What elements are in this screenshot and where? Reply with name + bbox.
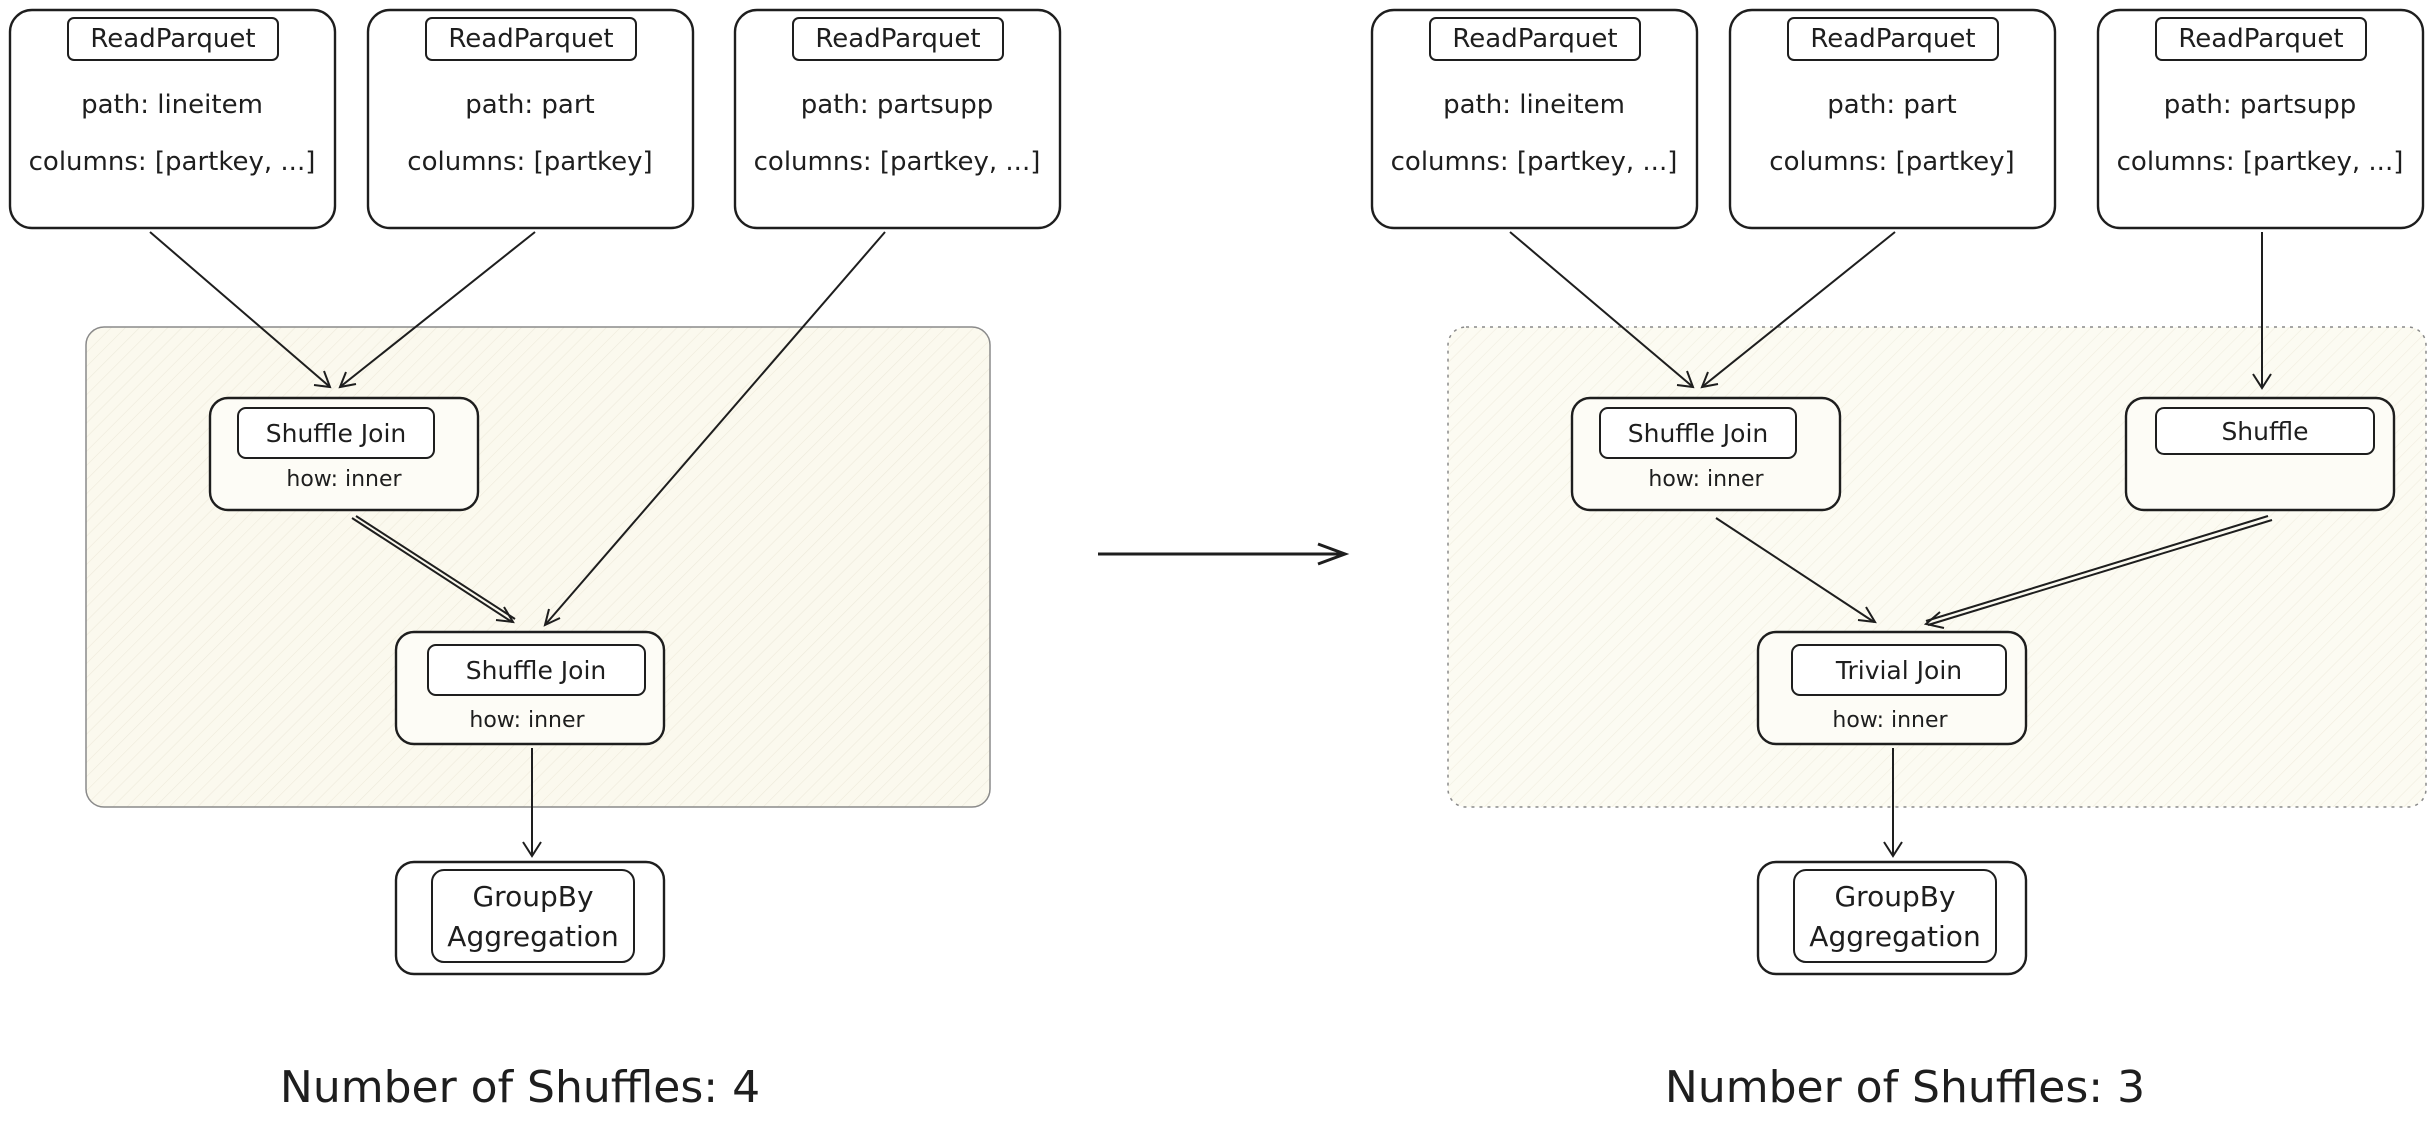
shuffle-op-label: Shuffle <box>2221 417 2308 446</box>
read-op-label: ReadParquet <box>1810 24 1975 54</box>
edge-lineitem-to-join <box>1509 231 1694 388</box>
read-op-label: ReadParquet <box>2178 24 2343 54</box>
join-op-label: Shuffle Join <box>1628 419 1769 448</box>
right-groupby-node: GroupBy Aggregation <box>1756 860 2028 976</box>
join-how-label: how: inner <box>469 708 585 733</box>
edge-part-to-join <box>1701 231 1896 388</box>
groupby-line2: Aggregation <box>1809 920 1980 953</box>
read-columns-label: columns: [partkey] <box>407 147 652 177</box>
read-columns-label: columns: [partkey, ...] <box>29 147 316 177</box>
edge-join1-to-join2 <box>351 517 513 623</box>
right-read-partsupp-node: ReadParquet path: partsupp columns: [par… <box>2096 8 2425 230</box>
join-how-label: how: inner <box>1648 467 1764 492</box>
right-plan: ReadParquet path: lineitem columns: [par… <box>1370 8 2427 1113</box>
read-op-label: ReadParquet <box>815 24 980 54</box>
groupby-line1: GroupBy <box>472 880 593 913</box>
read-columns-label: columns: [partkey, ...] <box>1391 147 1678 177</box>
read-columns-label: columns: [partkey] <box>1769 147 2014 177</box>
edge-part-to-join1 <box>339 231 536 388</box>
edge-shuffle-to-trivial-join <box>1927 519 2273 626</box>
read-path-label: path: part <box>1827 90 1956 120</box>
read-path-label: path: lineitem <box>1443 90 1625 120</box>
join-op-label: Shuffle Join <box>266 419 407 448</box>
read-path-label: path: part <box>465 90 594 120</box>
edge-lineitem-to-join1 <box>149 231 331 388</box>
left-read-part-node: ReadParquet path: part columns: [partkey… <box>366 8 695 230</box>
left-summary-label: Number of Shuffles: 4 <box>280 1062 760 1113</box>
read-path-label: path: partsupp <box>801 90 994 120</box>
join-how-label: how: inner <box>286 467 402 492</box>
read-op-label: ReadParquet <box>90 24 255 54</box>
read-columns-label: columns: [partkey, ...] <box>754 147 1041 177</box>
edge-shuffle-to-trivial-join-shadow <box>1925 515 2269 622</box>
left-shuffle-join-1-node: Shuffle Join how: inner <box>208 396 480 512</box>
right-edges <box>1509 231 2273 858</box>
left-read-partsupp-node: ReadParquet path: partsupp columns: [par… <box>733 8 1062 230</box>
left-read-lineitem-node: ReadParquet path: lineitem columns: [par… <box>8 8 337 230</box>
read-path-label: path: partsupp <box>2164 90 2357 120</box>
right-shuffle-join-node: Shuffle Join how: inner <box>1570 396 1842 512</box>
join-op-label: Trivial Join <box>1835 656 1962 685</box>
right-read-lineitem-node: ReadParquet path: lineitem columns: [par… <box>1370 8 1699 230</box>
left-groupby-node: GroupBy Aggregation <box>394 860 666 976</box>
join-how-label: how: inner <box>1832 708 1948 733</box>
left-shuffle-join-2-node: Shuffle Join how: inner <box>394 630 666 746</box>
groupby-line1: GroupBy <box>1834 880 1955 913</box>
right-read-part-node: ReadParquet path: part columns: [partkey… <box>1728 8 2057 230</box>
left-edges <box>149 231 886 858</box>
right-trivial-join-node: Trivial Join how: inner <box>1756 630 2028 746</box>
right-shuffle-node: Shuffle <box>2124 396 2396 512</box>
join-op-label: Shuffle Join <box>466 656 607 685</box>
transformation-arrow <box>1098 542 1350 566</box>
edge-join-to-trivial-join <box>1715 517 1875 623</box>
left-plan: ReadParquet path: lineitem columns: [par… <box>8 8 1062 1113</box>
read-columns-label: columns: [partkey, ...] <box>2117 147 2404 177</box>
read-op-label: ReadParquet <box>448 24 613 54</box>
read-path-label: path: lineitem <box>81 90 263 120</box>
edge-join1-to-join2-shadow <box>355 515 516 620</box>
groupby-line2: Aggregation <box>447 920 618 953</box>
read-op-label: ReadParquet <box>1452 24 1617 54</box>
right-summary-label: Number of Shuffles: 3 <box>1665 1062 2145 1113</box>
edge-partsupp-to-join2 <box>544 231 886 626</box>
